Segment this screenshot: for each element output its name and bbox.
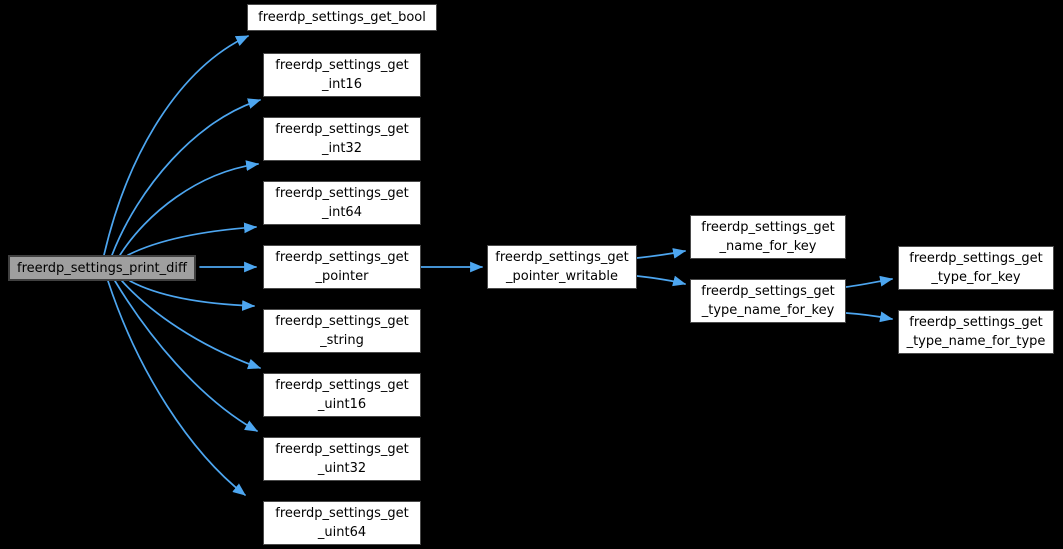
node-freerdp-settings-get-uint32[interactable]: freerdp_settings_get _uint32 — [263, 437, 421, 481]
node-freerdp-settings-get-uint64[interactable]: freerdp_settings_get _uint64 — [263, 501, 421, 545]
node-freerdp-settings-get-type-name-for-type[interactable]: freerdp_settings_get _type_name_for_type — [898, 310, 1054, 354]
edge-get-type-name-for-key-to-get-type-for-key — [845, 275, 894, 288]
edge-print-diff-to-get-string — [129, 280, 256, 311]
edge-print-diff-to-get-bool — [103, 35, 249, 256]
edge-get-pointer-writable-to-get-name-for-key — [636, 248, 687, 259]
node-freerdp-settings-get-bool[interactable]: freerdp_settings_get_bool — [247, 4, 437, 31]
edge-get-pointer-writable-to-get-type-name-for-key — [636, 275, 687, 287]
edge-print-diff-to-get-uint64 — [107, 280, 246, 496]
node-freerdp-settings-get-name-for-key[interactable]: freerdp_settings_get _name_for_key — [690, 215, 846, 259]
edge-print-diff-to-get-uint16 — [121, 280, 262, 370]
node-freerdp-settings-get-type-for-key[interactable]: freerdp_settings_get _type_for_key — [898, 246, 1054, 290]
node-freerdp-settings-get-string[interactable]: freerdp_settings_get _string — [263, 309, 421, 353]
edge-print-diff-to-get-int16 — [111, 98, 262, 256]
node-freerdp-settings-get-int64[interactable]: freerdp_settings_get _int64 — [263, 181, 421, 225]
edge-print-diff-to-get-uint32 — [114, 280, 258, 432]
node-freerdp-settings-get-pointer[interactable]: freerdp_settings_get _pointer — [263, 245, 421, 289]
edge-get-type-name-for-key-to-get-type-name-for-type — [845, 311, 894, 323]
node-freerdp-settings-print-diff[interactable]: freerdp_settings_print_diff — [8, 255, 196, 281]
node-freerdp-settings-get-uint16[interactable]: freerdp_settings_get _uint16 — [263, 373, 421, 417]
node-freerdp-settings-get-pointer-writable[interactable]: freerdp_settings_get _pointer_writable — [487, 245, 637, 289]
node-freerdp-settings-get-int16[interactable]: freerdp_settings_get _int16 — [263, 53, 421, 97]
edge-print-diff-to-get-int32 — [119, 160, 260, 256]
node-freerdp-settings-get-type-name-for-key[interactable]: freerdp_settings_get _type_name_for_key — [690, 279, 846, 323]
edge-print-diff-to-get-int64 — [127, 222, 258, 256]
node-freerdp-settings-get-int32[interactable]: freerdp_settings_get _int32 — [263, 117, 421, 161]
